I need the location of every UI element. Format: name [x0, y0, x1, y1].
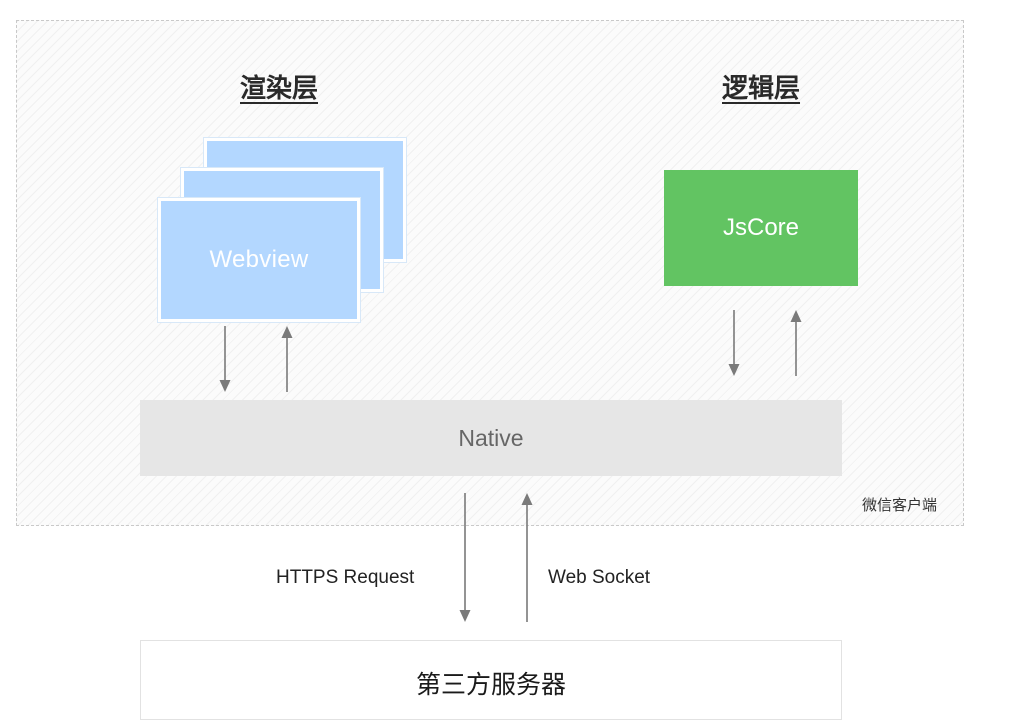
https-request-label: HTTPS Request [276, 567, 415, 588]
wechat-client-label: 微信客户端 [862, 497, 938, 514]
native-bar: Native [140, 400, 842, 476]
webview-label: Webview [209, 246, 309, 273]
render-layer-title: 渲染层 [240, 73, 319, 103]
native-label: Native [458, 424, 524, 451]
webview-card-front: Webview [158, 198, 360, 322]
web-socket-label: Web Socket [548, 567, 651, 588]
jscore-box: JsCore [664, 170, 858, 286]
jscore-label: JsCore [722, 214, 800, 241]
logic-layer-title: 逻辑层 [722, 73, 801, 103]
third-party-server-box: 第三方服务器 [140, 640, 842, 720]
third-party-server-label: 第三方服务器 [415, 671, 566, 699]
